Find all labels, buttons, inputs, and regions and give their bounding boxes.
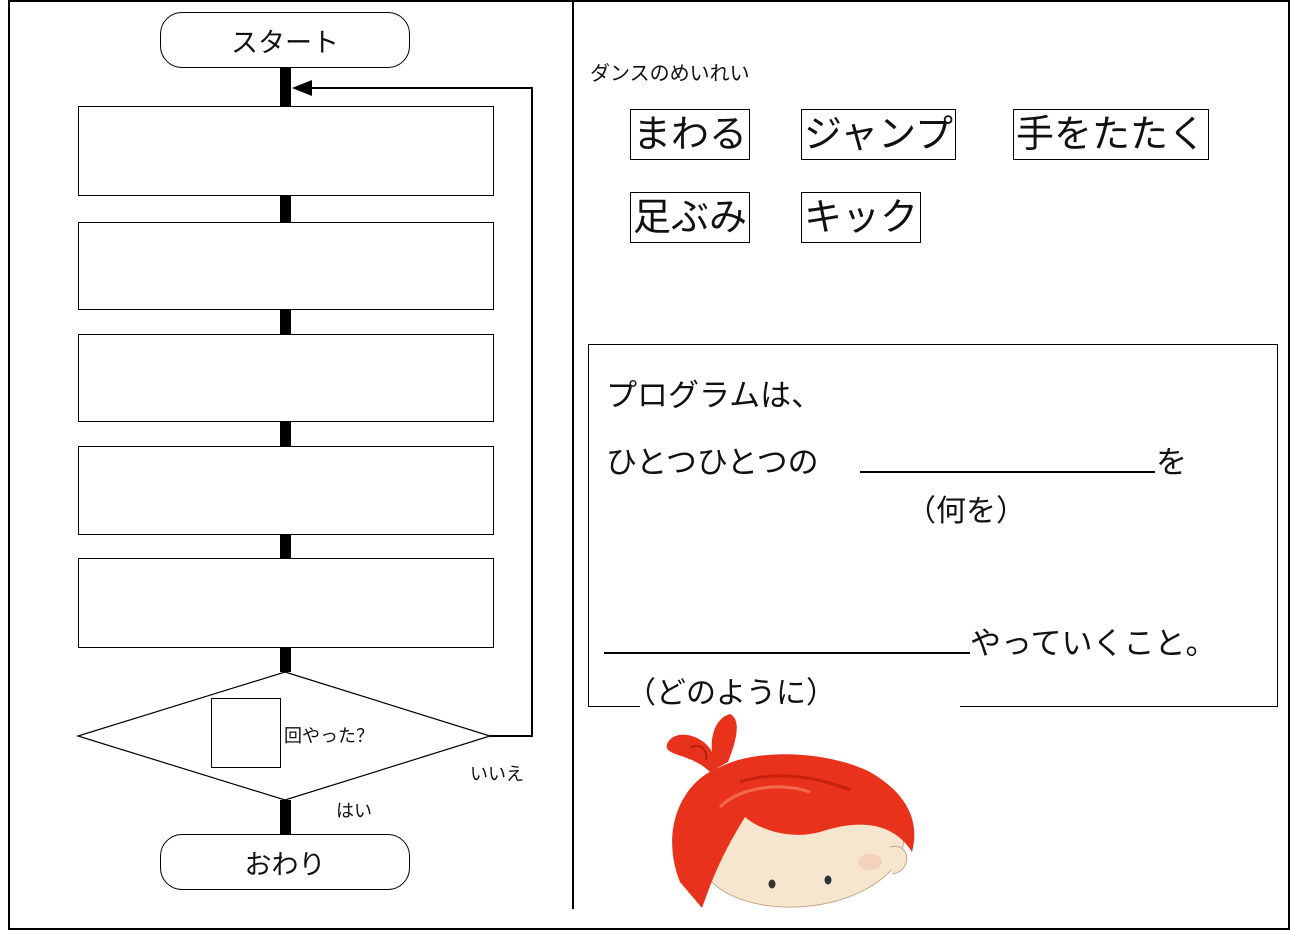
decision-graphics (75, 80, 533, 801)
hint-what: （何を） (906, 494, 1026, 529)
definition-line-1: プログラムは、 (606, 378, 823, 414)
eye-right (824, 875, 832, 885)
column-divider (572, 0, 574, 909)
connector (280, 800, 291, 834)
repeat-count-box[interactable] (211, 698, 281, 768)
hint-how-backdrop (640, 680, 960, 709)
command-card[interactable]: まわる (630, 109, 751, 160)
connector (280, 68, 291, 106)
ponytail (666, 714, 737, 772)
start-label: スタート (231, 27, 339, 59)
loop-arrowhead (292, 80, 312, 96)
start-terminal: スタート (160, 12, 410, 68)
definition-box (588, 344, 1278, 707)
definition-line-2-suffix: を (1156, 445, 1187, 481)
process-step-2[interactable] (78, 222, 494, 310)
blank-what-line[interactable] (860, 471, 1155, 473)
definition-line-3-suffix: やっていくこと。 (970, 626, 1217, 662)
blank-how-line[interactable] (604, 652, 970, 654)
command-card[interactable]: キック (801, 192, 922, 243)
loop-back-line (300, 87, 533, 737)
process-step-5[interactable] (78, 558, 494, 648)
definition-line-2-prefix: ひとつひとつの (606, 445, 819, 481)
process-step-1[interactable] (78, 106, 494, 196)
yes-branch-label: はい (336, 801, 372, 822)
connector (280, 535, 291, 558)
girl-character-illustration (666, 714, 915, 908)
connector (280, 310, 291, 334)
condition-label: 回やった？ (284, 726, 374, 747)
process-step-3[interactable] (78, 334, 494, 422)
hint-how: （どのように） (626, 676, 836, 711)
connector (280, 648, 291, 672)
hair (672, 754, 915, 908)
connector (280, 422, 291, 446)
command-card[interactable]: ジャンプ (801, 109, 956, 160)
process-step-4[interactable] (78, 446, 494, 535)
end-label: おわり (244, 849, 326, 881)
end-terminal: おわり (160, 834, 410, 890)
no-branch-label: いいえ (470, 764, 524, 785)
flowchart: スタート 回やった？ いいえ はい おわり (0, 0, 572, 909)
connector (280, 196, 291, 222)
command-card[interactable]: 足ぶみ (630, 192, 751, 243)
command-card[interactable]: 手をたたく (1013, 109, 1210, 160)
eye-left (768, 879, 776, 889)
dance-commands-title: ダンスのめいれい (590, 61, 750, 85)
decision-diamond (75, 671, 493, 801)
